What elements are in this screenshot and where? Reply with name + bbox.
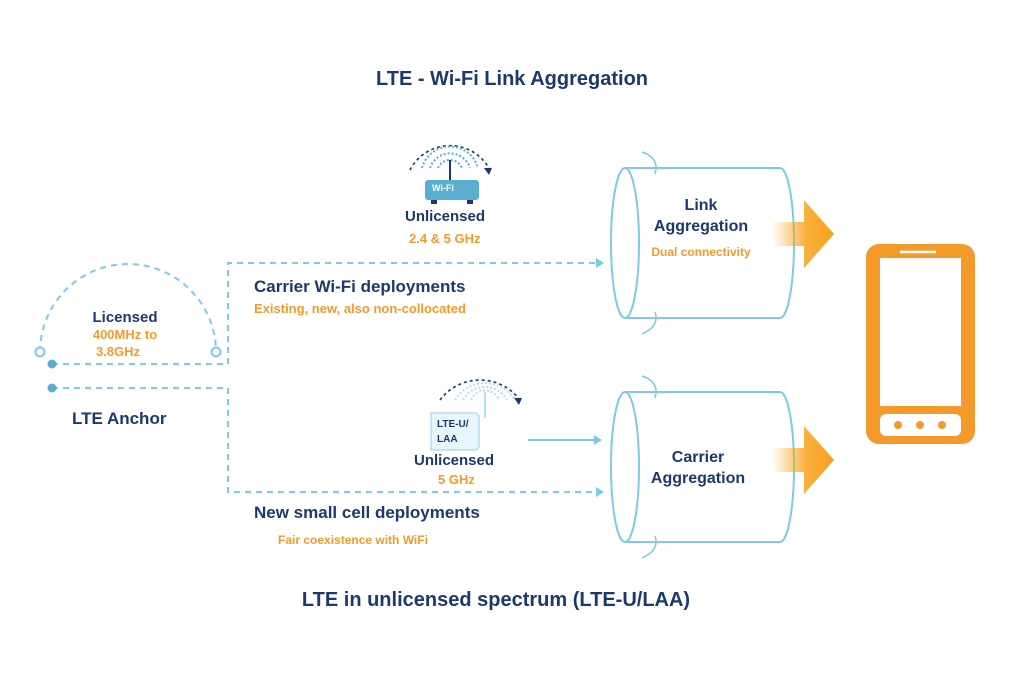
lte-anchor-label: LTE Anchor	[72, 409, 167, 428]
licensed-arc	[34, 263, 222, 358]
anchor-lines	[52, 262, 596, 493]
carrier-aggregation-label-line1: Carrier	[671, 449, 725, 466]
link-aggregation-cylinder	[610, 151, 795, 335]
carrier-aggregation-cylinder	[610, 375, 795, 559]
smartphone-icon	[866, 244, 975, 444]
wifi-device-label: Wi-Fi	[432, 183, 454, 193]
carrier-wifi-sub: Existing, new, also non-collocated	[254, 301, 466, 316]
page-title: LTE - Wi-Fi Link Aggregation	[375, 68, 649, 90]
arrowhead-top	[596, 258, 604, 268]
anchor-dot-top	[47, 359, 57, 369]
link-aggregation-label-line2: Aggregation	[653, 218, 749, 235]
lte-freq: 5 GHz	[438, 472, 475, 487]
dual-connectivity-label: Dual connectivity	[651, 245, 751, 259]
new-small-cell-deployments: New small cell deployments	[254, 503, 480, 522]
lte-small-cell-icon	[430, 379, 522, 451]
licensed-freq-line2: 3.8GHz	[95, 344, 141, 359]
lte-device-label-line1: LTE-U/	[437, 419, 469, 430]
footer-title: LTE in unlicensed spectrum (LTE-U/LAA)	[301, 589, 691, 611]
arrow-right-icon	[772, 200, 834, 268]
anchor-dot-bottom	[47, 383, 57, 393]
link-aggregation-label-line1: Link	[684, 197, 718, 214]
lte-to-carrier-arrow	[528, 435, 602, 445]
arrowhead-bottom	[596, 487, 604, 497]
wifi-router-icon	[409, 144, 492, 204]
licensed-label: Licensed	[92, 309, 158, 326]
carrier-wifi-deployments: Carrier Wi-Fi deployments	[254, 277, 466, 296]
wifi-freq: 2.4 & 5 GHz	[409, 231, 481, 246]
wifi-unlicensed-label: Unlicensed	[405, 208, 486, 225]
lte-unlicensed-label: Unlicensed	[414, 452, 495, 469]
fair-coexistence-sub: Fair coexistence with WiFi	[278, 533, 428, 547]
lte-device-label-line2: LAA	[437, 434, 458, 445]
arrow-right-icon	[772, 426, 834, 494]
licensed-freq-line1: 400MHz to	[92, 327, 158, 342]
carrier-aggregation-label-line2: Aggregation	[650, 470, 746, 487]
